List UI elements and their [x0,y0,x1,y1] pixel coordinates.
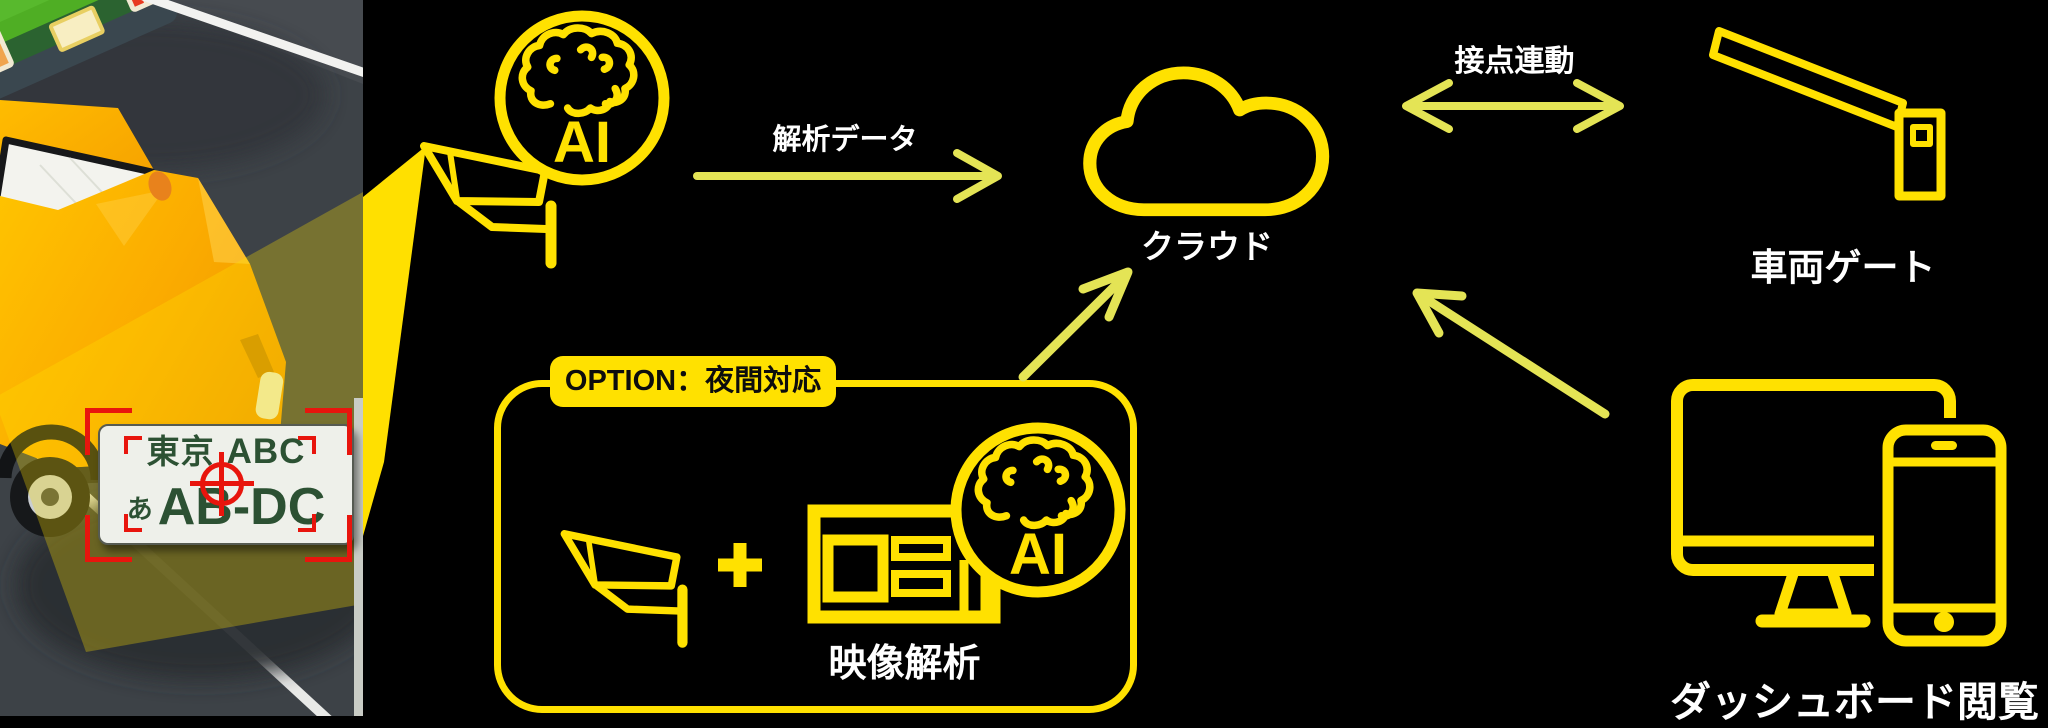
ai-label: AI [553,110,611,175]
green-car-illustration [0,0,177,101]
focus-marks-icon [124,514,142,532]
cloud-icon [1083,66,1330,217]
focus-marks-icon [298,436,316,454]
dashboard-label: ダッシュボード閲覧 [1670,679,2039,725]
focus-marks-icon [85,408,132,455]
option-badge: OPTION：夜間対応 [550,356,836,407]
vehicle-gate-icon [1709,27,1946,201]
option-to-cloud-arrow [1018,267,1133,382]
plate-hiragana: あ [126,494,153,524]
vehicle-gate-label: 車両ゲート [1750,247,1936,288]
focus-crosshair-icon [219,452,224,516]
plate-line-top: 東京 ABC [100,434,352,477]
contact-link-double-arrow [1402,79,1624,133]
focus-marks-icon [305,515,352,562]
dashboard-to-cloud-arrow [1412,288,1610,419]
taxi-photo-scene [0,0,363,716]
ai-brain-icon: AI [494,10,670,186]
focus-marks-icon [85,515,132,562]
plate-classification: ABC [226,432,306,471]
contact-link-arrow-label: 接点連動 [1454,45,1575,78]
dashboard-devices-icon [1671,379,2014,654]
analysis-data-arrow-label: 解析データ [772,124,918,156]
focus-marks-icon [124,436,142,454]
cctv-camera-icon [420,142,557,269]
focus-marks-icon [305,408,352,455]
analysis-data-arrow [693,149,1002,203]
cloud-label: クラウド [1141,228,1273,265]
plate-region: 東京 [146,433,215,470]
camera-beam [363,146,426,536]
focus-marks-icon [298,514,316,532]
video-analysis-label: 映像解析 [828,643,981,685]
